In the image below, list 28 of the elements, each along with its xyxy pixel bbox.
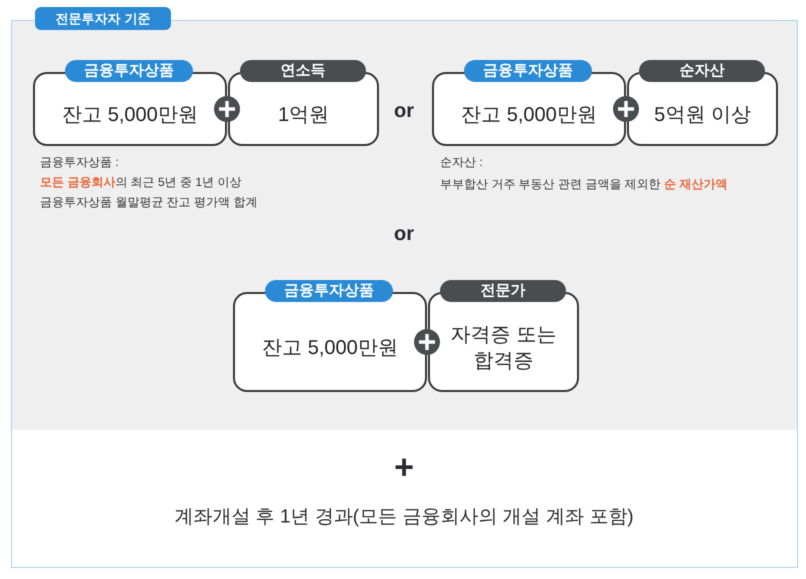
header-tag: 금융투자상품 bbox=[265, 280, 393, 302]
info-box bbox=[627, 60, 778, 146]
value-text: 자격증 또는 합격증 bbox=[450, 323, 558, 374]
note-text: 금융투자상품 월말평균 잔고 평가액 합계 bbox=[40, 194, 258, 211]
note-text: 순자산 : bbox=[440, 154, 483, 171]
value-text: 5억원 이상 bbox=[654, 103, 751, 128]
header-tag: 연소득 bbox=[240, 60, 366, 82]
info-box bbox=[233, 280, 427, 392]
plus-sign: + bbox=[394, 449, 414, 487]
value-text: 잔고 5,000만원 bbox=[461, 103, 597, 128]
header-tag: 전문가 bbox=[440, 280, 566, 302]
value-text: 잔고 5,000만원 bbox=[262, 336, 398, 361]
note-text: 금융투자상품 : bbox=[40, 154, 119, 171]
or-text: or bbox=[394, 100, 414, 122]
info-box bbox=[33, 60, 227, 146]
info-box bbox=[432, 60, 626, 146]
section-tab: 전문투자자 기준 bbox=[35, 7, 171, 30]
condition-text: 계좌개설 후 1년 경과(모든 금융회사의 개설 계좌 포함) bbox=[174, 508, 634, 528]
header-tag: 금융투자상품 bbox=[464, 60, 592, 82]
info-box bbox=[228, 60, 379, 146]
info-box bbox=[428, 280, 579, 392]
note-text: 부부합산 거주 부동산 관련 금액을 제외한 순 재산가액 bbox=[440, 176, 728, 193]
header-tag: 순자산 bbox=[639, 60, 765, 82]
header-tag: 금융투자상품 bbox=[65, 60, 193, 82]
or-text: or bbox=[394, 223, 414, 245]
note-text: 모든 금융회사의 최근 5년 중 1년 이상 bbox=[40, 174, 242, 191]
value-text: 잔고 5,000만원 bbox=[62, 103, 198, 128]
value-text: 1억원 bbox=[278, 103, 330, 128]
